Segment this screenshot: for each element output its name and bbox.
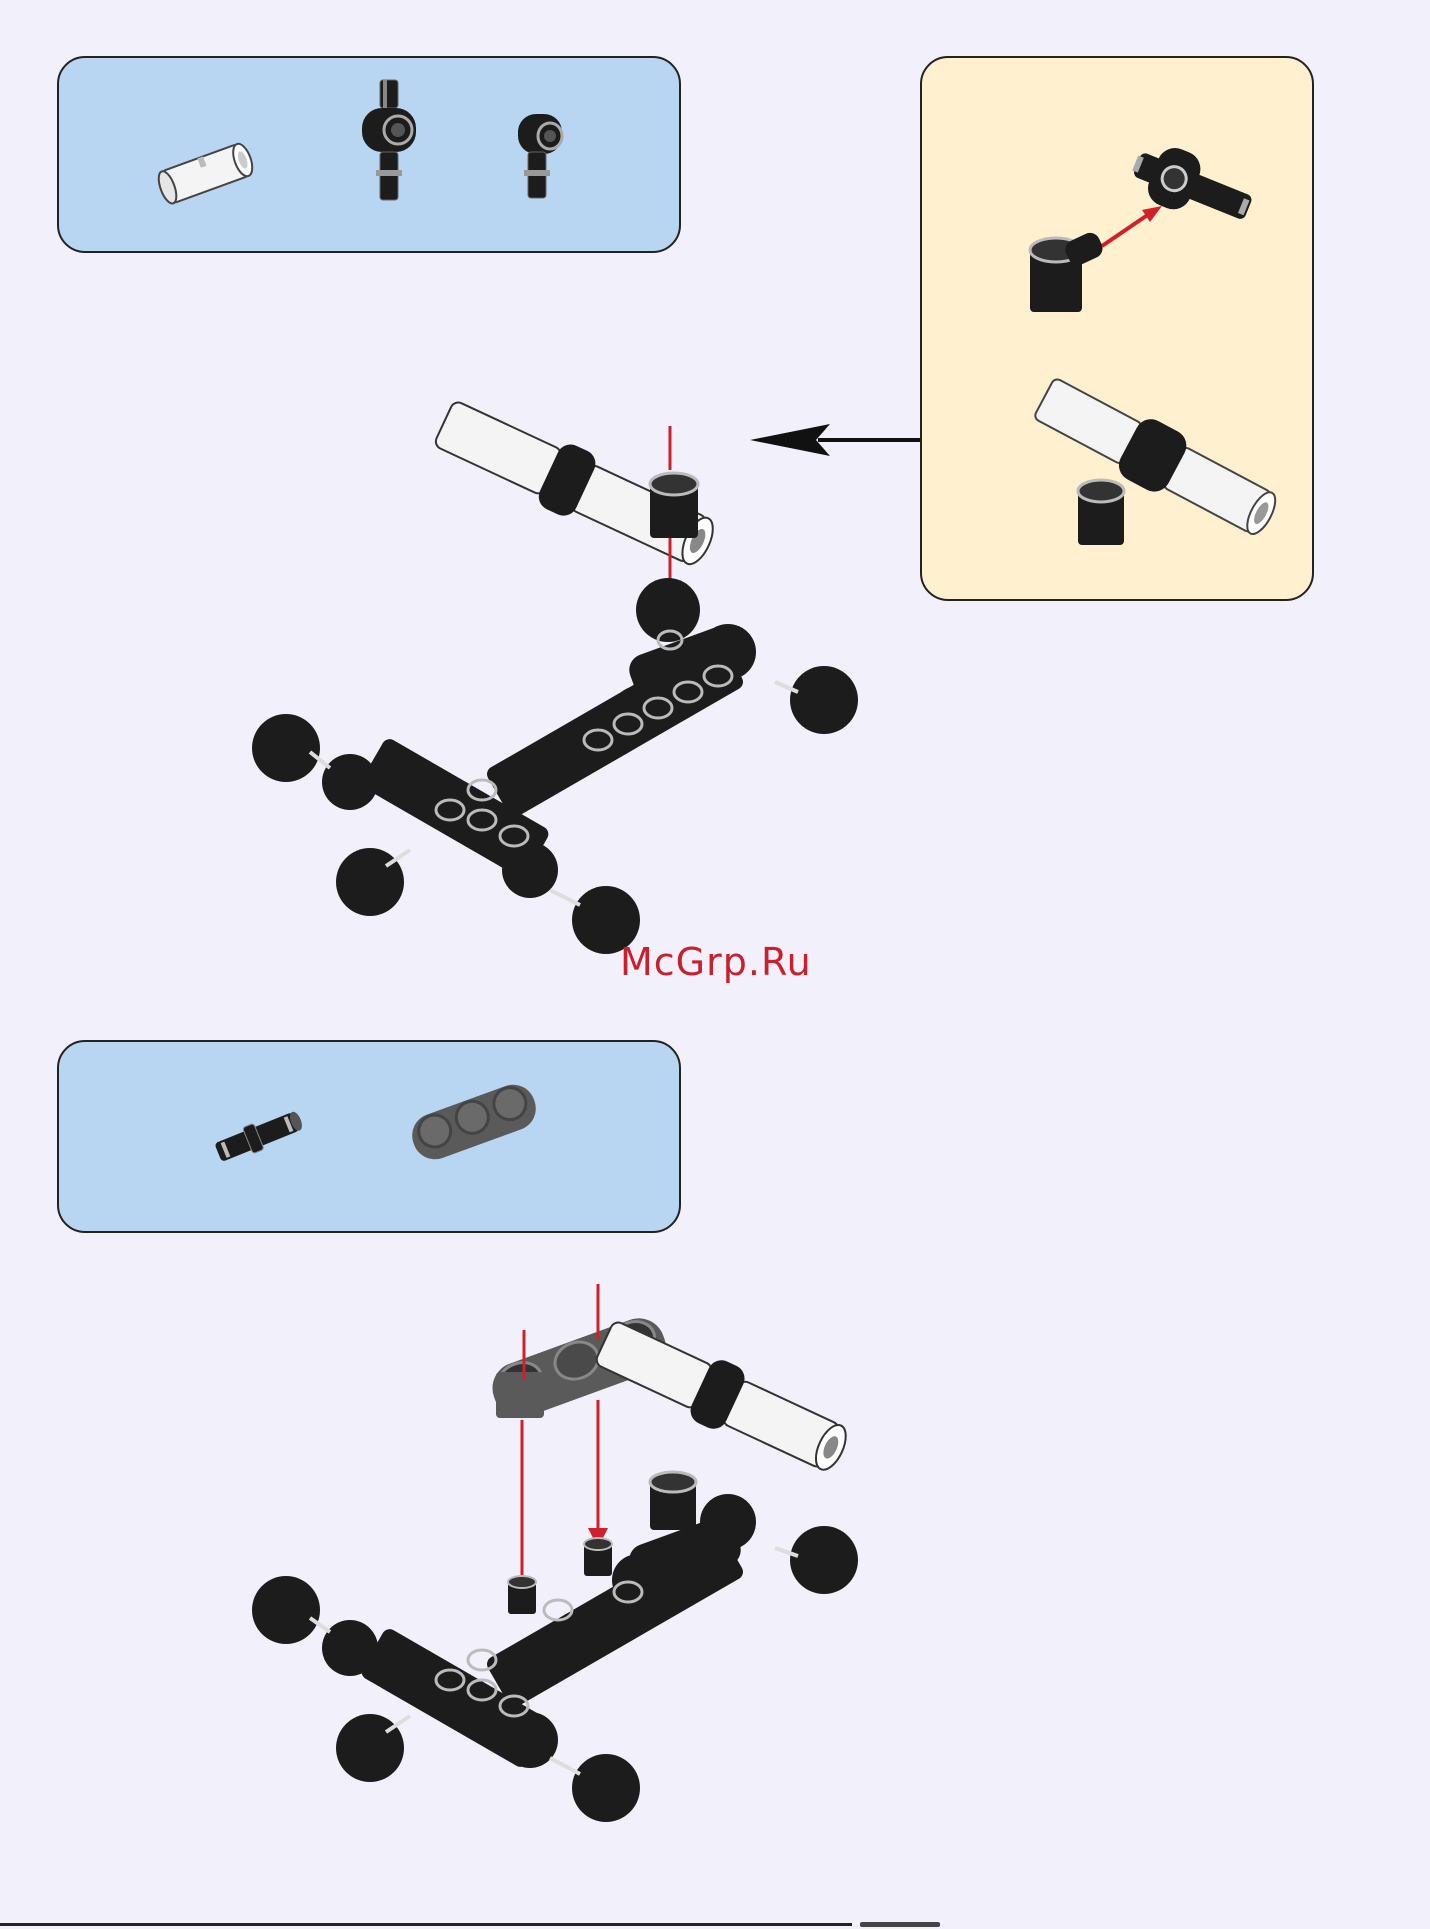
- page-bottom-rule: [0, 1923, 852, 1926]
- angle-connector-attach-icon: [1022, 128, 1282, 328]
- gray-triple-beam-icon: [404, 1077, 544, 1167]
- step2-parts-panel: [57, 1040, 681, 1233]
- white-connector-peg-icon: [157, 138, 257, 208]
- page-number-mark: [860, 1922, 940, 1927]
- step2-assembly-illustration: [250, 1280, 870, 1840]
- black-cross-axle-connector-icon: [354, 78, 424, 208]
- black-axle-pin-icon: [207, 1107, 307, 1167]
- step1-subassembly-panel: [920, 56, 1314, 601]
- watermark-text: McGrp.Ru: [620, 940, 812, 984]
- connector-with-white-pegs-icon: [1022, 393, 1282, 563]
- step1-assembly-illustration: [250, 390, 870, 970]
- step1-parts-panel: [57, 56, 681, 253]
- black-angle-connector-icon: [514, 108, 574, 208]
